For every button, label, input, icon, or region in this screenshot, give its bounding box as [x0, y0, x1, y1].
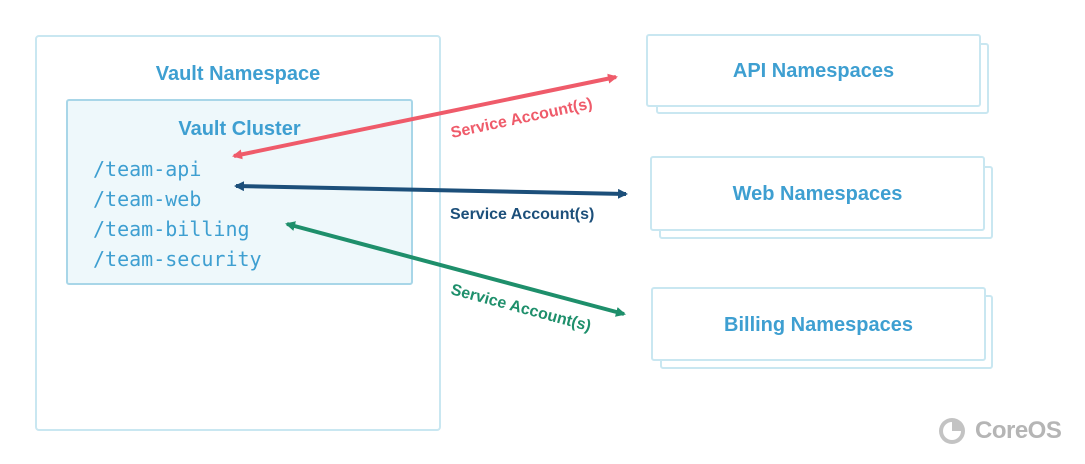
api-connection-label: Service Account(s) [449, 95, 594, 142]
web-connection-label: Service Account(s) [450, 206, 594, 223]
path-team-security: /team-security [93, 247, 262, 271]
path-team-billing: /team-billing [93, 217, 250, 241]
api-namespace-box: API Namespaces [646, 34, 981, 107]
web-connection-arrow [234, 181, 628, 199]
billing-namespace-box: Billing Namespaces [651, 287, 986, 361]
api-connection-arrow [232, 73, 618, 160]
api-namespace-label: API Namespaces [732, 60, 895, 82]
path-team-api: /team-api [93, 157, 202, 181]
coreos-logo-icon [939, 418, 965, 444]
path-list: /team-api /team-web /team-billing /team-… [93, 154, 262, 274]
path-team-web: /team-web [93, 187, 202, 211]
coreos-logo-text: CoreOS [975, 417, 1062, 444]
billing-namespace-label: Billing Namespaces [724, 314, 913, 336]
billing-connection-label: Service Account(s) [449, 281, 593, 335]
billing-connection-arrow [285, 221, 626, 317]
web-namespace-label: Web Namespaces [732, 183, 903, 205]
web-namespace-box: Web Namespaces [650, 156, 985, 231]
